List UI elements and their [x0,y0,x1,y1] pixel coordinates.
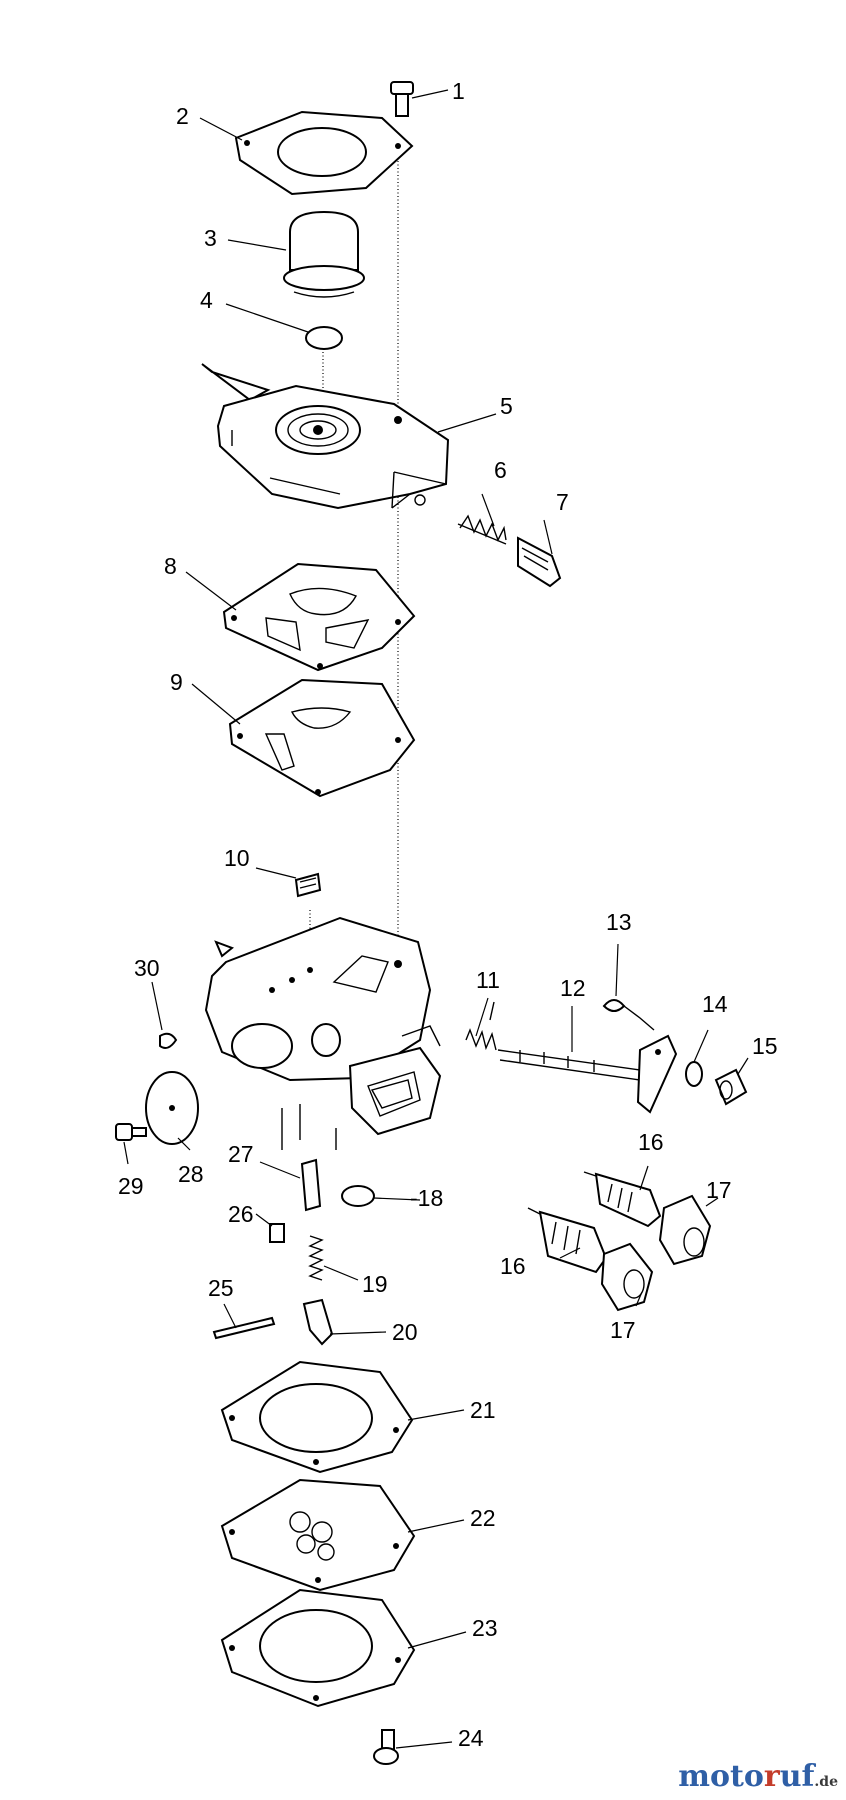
label-8: 8 [164,553,177,579]
throttle-lever [636,1034,678,1114]
part-6-spring [457,514,507,545]
part-22-metering-diaphragm [220,1478,416,1592]
label-19: 19 [362,1271,388,1297]
label-30: 30 [134,955,160,981]
carburetor-body [204,916,442,1150]
label-2: 2 [176,103,189,129]
label-12: 12 [560,975,586,1001]
part-4-check-disc [305,326,343,350]
label-6: 6 [494,457,507,483]
label-10: 10 [224,845,250,871]
part-15-nut [714,1068,748,1106]
label-18: -18 [410,1185,443,1211]
part-19-spring [308,1235,324,1281]
watermark-logo: motoruf.de [678,1759,838,1794]
part-29-screw [115,1123,147,1141]
label-22: 22 [470,1505,496,1531]
part-14-washer [685,1061,703,1087]
part-1-screw [390,81,414,117]
label-3: 3 [204,225,217,251]
label-20: 20 [392,1319,418,1345]
part-27-inlet-needle [300,1158,322,1212]
part-28-throttle-plate [145,1071,199,1145]
part-2-cover-gasket [234,110,414,196]
label-28: 28 [178,1161,204,1187]
label-24: 24 [458,1725,484,1751]
part-5-pump-cover [201,363,450,510]
part-7-adjust-screw [517,536,562,588]
label-23: 23 [472,1615,498,1641]
label-7: 7 [556,489,569,515]
part-23-diaphragm-cover [220,1588,416,1708]
part-21-gasket [220,1360,414,1474]
label-4: 4 [200,287,213,313]
part-26-needle-valve [269,1223,285,1243]
leader-lines [123,89,749,1749]
label-1: 1 [452,78,465,104]
part-24-screw [373,1729,399,1765]
part-3-primer-bulb [283,210,365,298]
label-21: 21 [470,1397,496,1423]
label-9: 9 [170,669,183,695]
part-17-cap-lower [600,1242,654,1312]
part-17-cap-upper [658,1194,712,1266]
label-15: 15 [752,1033,778,1059]
label-26: 26 [228,1201,254,1227]
part-13-e-clip [602,999,655,1031]
part-9-diaphragm [228,678,416,798]
label-16-lower: 16 [500,1253,526,1279]
label-16-upper: 16 [638,1129,664,1155]
part-8-gasket [222,562,416,672]
label-13: 13 [606,909,632,935]
part-18-plug [341,1185,375,1207]
part-16-needle-upper [583,1171,662,1228]
part-25-pin [212,1316,276,1340]
part-20-metering-lever [302,1298,334,1346]
label-17-lower: 17 [610,1317,636,1343]
part-30-clip [159,1032,178,1049]
part-number-labels: 1 2 3 4 5 6 7 8 9 10 11 12 13 14 15 16 1… [118,78,778,1751]
label-25: 25 [208,1275,234,1301]
part-12-throttle-shaft [497,1049,641,1081]
part-11-spring [465,1001,497,1051]
label-17-upper: 17 [706,1177,732,1203]
label-14: 14 [702,991,728,1017]
part-10-fitting [294,872,322,898]
label-29: 29 [118,1173,144,1199]
label-27: 27 [228,1141,254,1167]
label-5: 5 [500,393,513,419]
label-11: 11 [476,967,500,993]
part-16-needle-lower [527,1207,608,1274]
